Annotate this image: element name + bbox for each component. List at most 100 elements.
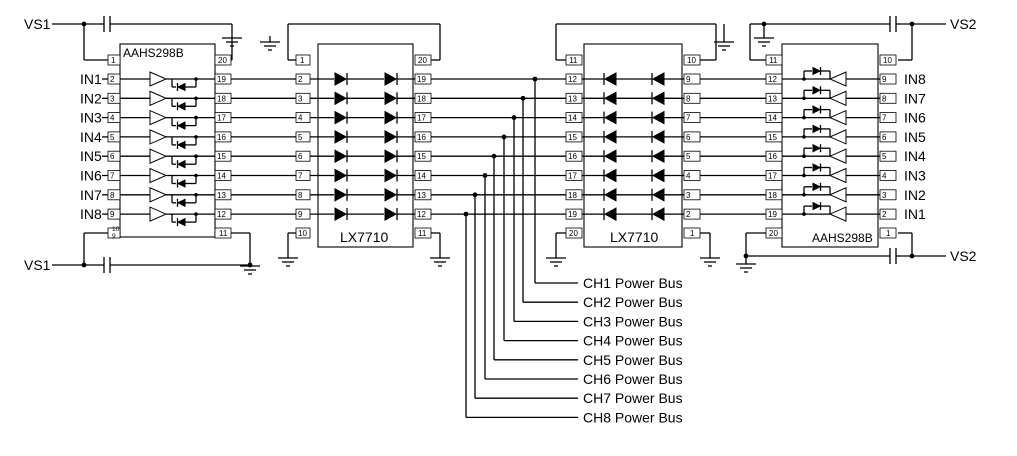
vs1-bottom-label: VS1 <box>24 257 51 273</box>
power-bus-label: CH6 Power Bus <box>583 371 683 387</box>
left-buffer-icon <box>149 187 168 203</box>
right-switch-pin-number: 16 <box>568 152 577 161</box>
right-driver-pin-number: 16 <box>768 152 777 161</box>
left-switch-diode-b-icon <box>384 187 398 202</box>
right-driver-pin-number: 17 <box>768 172 777 181</box>
left-switch-out-pin-number: 12 <box>417 210 426 219</box>
left-switch-name: LX7710 <box>340 229 388 245</box>
left-input-label: IN2 <box>80 90 102 106</box>
svg-text:1: 1 <box>111 56 116 65</box>
svg-text:20: 20 <box>569 229 578 238</box>
right-driver-pin-number: 12 <box>768 75 777 84</box>
left-driver-pin-number: 3 <box>110 94 115 103</box>
left-switch-chip <box>317 43 414 248</box>
right-driver-out-pin-number: 2 <box>882 210 887 219</box>
power-bus-label: CH7 Power Bus <box>583 390 683 406</box>
right-driver-pin-number: 19 <box>768 210 777 219</box>
right-driver-out-pin <box>879 170 897 181</box>
left-input-label: IN5 <box>80 148 102 164</box>
right-clamp-diode-icon <box>812 85 822 95</box>
svg-text:1: 1 <box>690 229 695 238</box>
power-bus-label: CH8 Power Bus <box>583 409 683 425</box>
left-switch-diode-a-icon <box>334 168 348 183</box>
power-bus-label: CH1 Power Bus <box>583 275 683 291</box>
left-switch-out-pin-number: 16 <box>417 133 426 142</box>
svg-text:20: 20 <box>418 56 427 65</box>
left-switch-diode-a-icon <box>334 187 348 202</box>
power-bus-label: CH4 Power Bus <box>583 333 683 349</box>
left-switch-out-pin-number: 15 <box>417 152 426 161</box>
supply-wiring <box>52 16 946 275</box>
power-bus-2: CH2 Power Bus <box>523 294 683 310</box>
left-buffer-icon <box>149 148 168 164</box>
right-switch-pin-number: 18 <box>568 191 577 200</box>
right-driver-out-pin <box>879 189 897 201</box>
vs1-top-label: VS1 <box>24 16 51 32</box>
right-input-label: IN1 <box>904 206 926 222</box>
left-input-label: IN6 <box>80 168 102 184</box>
right-switch-pin-number: 19 <box>568 210 577 219</box>
left-buffer-icon <box>149 129 168 145</box>
right-switch-out-pin-number: 7 <box>686 114 691 123</box>
right-switch-pin-number: 17 <box>568 172 577 181</box>
power-bus-label: CH5 Power Bus <box>583 352 683 368</box>
right-driver-pin-number: 14 <box>768 114 777 123</box>
power-bus-5: CH5 Power Bus <box>494 352 683 368</box>
left-buffer-icon <box>149 71 168 87</box>
svg-text:11: 11 <box>769 56 778 65</box>
vs2-bottom-label: VS2 <box>950 248 977 264</box>
right-clamp-diode-icon <box>812 201 822 211</box>
right-driver-out-pin-number: 5 <box>882 152 887 161</box>
left-switch-pin-number: 3 <box>298 94 303 103</box>
left-input-label: IN3 <box>80 110 102 126</box>
left-buffer-icon <box>149 90 168 107</box>
left-switch-diode-a-icon <box>334 72 348 86</box>
right-switch-pin-number: 13 <box>568 94 577 103</box>
corner-pins: 1 20 109 11 1 20 10 11 11 10 20 1 11 10 … <box>107 54 897 240</box>
right-input-label: IN8 <box>904 71 926 87</box>
left-driver-out-pin-number: 16 <box>217 133 226 142</box>
right-input-label: IN4 <box>904 148 926 164</box>
left-switch-pin-number: 5 <box>298 133 303 142</box>
right-driver-out-pin-number: 8 <box>882 94 887 103</box>
right-clamp-diode-icon <box>812 66 822 76</box>
left-switch-pin-number: 8 <box>298 191 303 200</box>
right-switch-out-pin-number: 4 <box>686 172 691 181</box>
left-driver-pin-number: 6 <box>110 152 115 161</box>
left-driver-out-pin-number: 15 <box>217 152 226 161</box>
left-driver-out-pin-number: 12 <box>217 210 226 219</box>
right-input-label: IN7 <box>904 90 926 106</box>
left-switch-out-pin-number: 17 <box>417 114 426 123</box>
vs2-top-label: VS2 <box>950 16 977 32</box>
right-clamp-diode-icon <box>812 163 822 172</box>
right-driver-out-pin-number: 6 <box>882 133 887 142</box>
svg-text:11: 11 <box>219 229 228 238</box>
left-switch-pin-number: 9 <box>298 210 303 219</box>
right-driver-name: AAHS298B <box>812 231 873 245</box>
right-clamp-diode-icon <box>812 143 822 153</box>
left-driver-out-pin-number: 18 <box>217 94 226 103</box>
right-driver-out-pin-number: 7 <box>882 114 887 123</box>
svg-text:9: 9 <box>112 233 116 240</box>
left-switch-diode-b-icon <box>384 91 398 106</box>
left-buffer-icon <box>149 109 168 126</box>
right-input-label: IN5 <box>904 129 926 145</box>
left-switch-diode-b-icon <box>384 149 398 164</box>
left-switch-diode-b-icon <box>384 110 398 125</box>
right-driver-out-pin <box>879 131 897 143</box>
right-switch-out-pin-number: 5 <box>686 152 691 161</box>
left-switch-diode-a-icon <box>334 130 348 144</box>
left-switch-pin-number: 7 <box>298 172 303 181</box>
power-bus-4: CH4 Power Bus <box>504 333 683 349</box>
left-buffer-icon <box>149 206 168 222</box>
right-switch-name: LX7710 <box>610 229 658 245</box>
right-switch-chip <box>583 43 683 248</box>
left-driver-pin-number: 5 <box>110 133 115 142</box>
right-driver-out-pin-number: 4 <box>882 172 887 181</box>
